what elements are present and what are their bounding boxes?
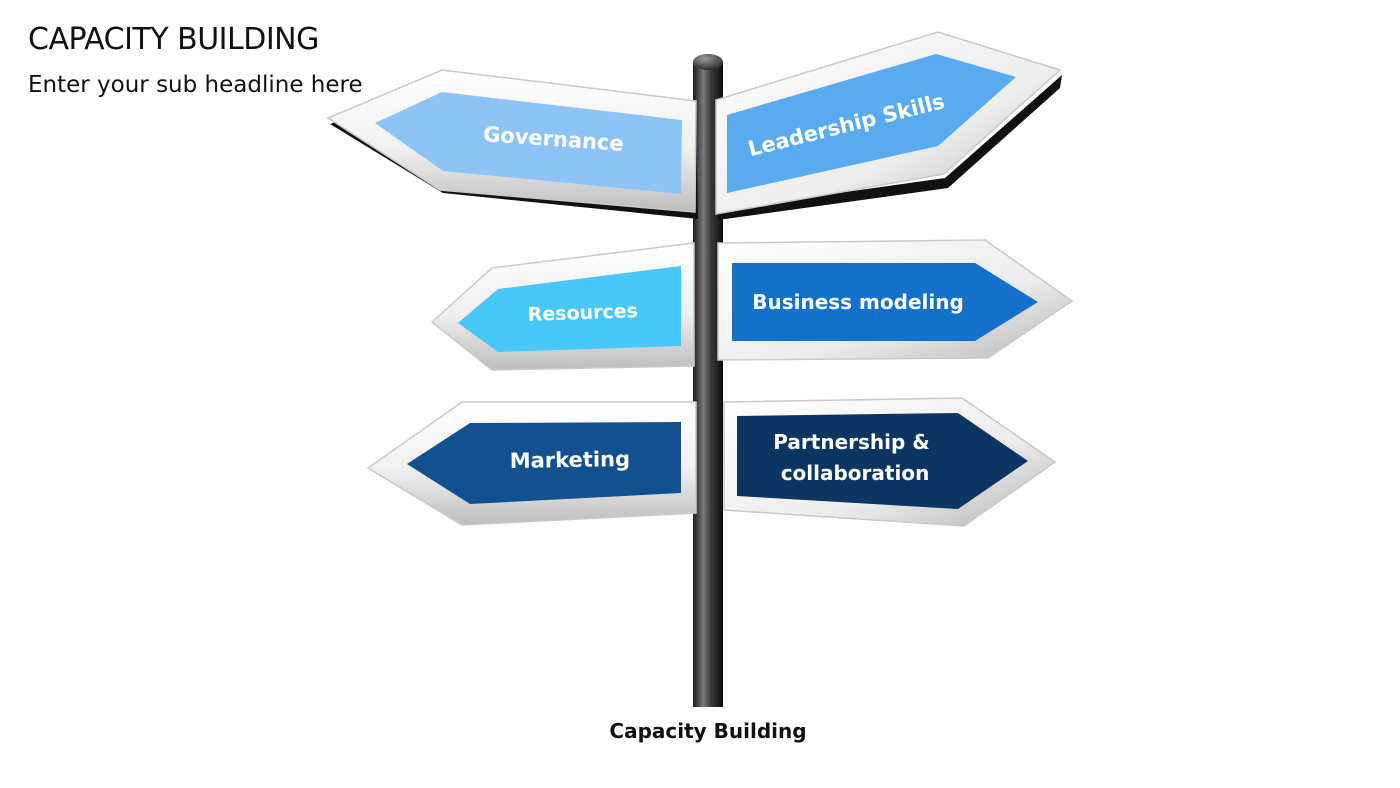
sign-label-line: Business modeling <box>752 290 964 314</box>
slide-title: CAPACITY BUILDING <box>28 22 319 57</box>
sign-governance: Governance <box>326 69 698 219</box>
sign-label-line: collaboration <box>781 461 930 485</box>
sign-label-line: Marketing <box>510 447 631 473</box>
sign-label-business-modeling: Business modeling <box>752 290 964 314</box>
signpost-caption: Capacity Building <box>609 719 806 743</box>
sign-label-partnership-collaboration: Partnership & collaboration <box>773 430 936 485</box>
sign-label-marketing: Marketing <box>510 447 631 473</box>
sign-partnership-collaboration: Partnership & collaboration <box>723 397 1057 527</box>
slide-subtitle: Enter your sub headline here <box>28 72 363 98</box>
sign-label-resources: Resources <box>527 300 638 326</box>
sign-resources: Resources <box>430 242 695 371</box>
sign-marketing: Marketing <box>366 401 697 526</box>
sign-business-modeling: Business modeling <box>717 239 1074 361</box>
sign-leadership-skills: Leadership Skills <box>715 31 1062 220</box>
sign-label-line: Partnership & <box>773 430 929 454</box>
sign-label-line: Resources <box>527 300 638 326</box>
